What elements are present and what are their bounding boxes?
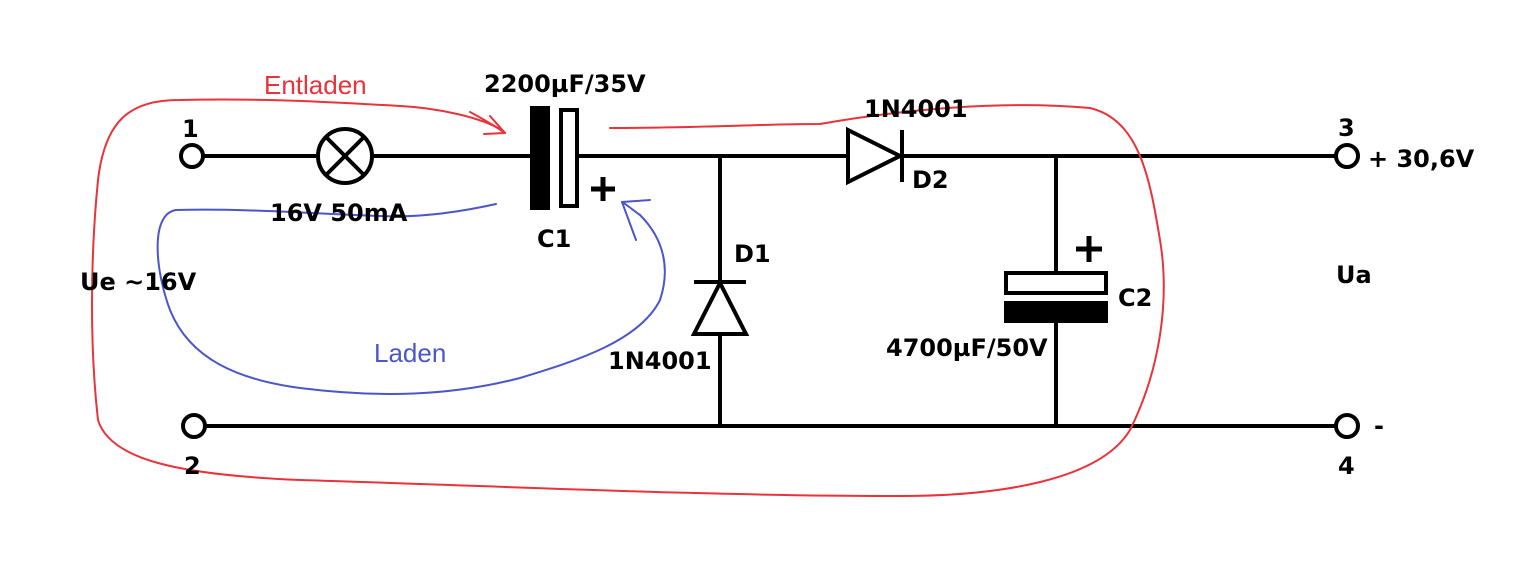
charge-path [156,199,666,395]
charge-label: Laden [374,338,447,368]
terminal-4-label: 4 [1338,452,1355,480]
d2-name-label: D2 [912,166,949,194]
discharge-path [91,98,1165,498]
terminal-2-label: 2 [184,452,201,480]
d2-part-label: 1N4001 [864,95,968,123]
c2-value-label: 4700µF/50V [886,334,1048,362]
terminal-1-label: 1 [182,115,199,143]
lamp-rating-label: 16V 50mA [270,199,408,227]
d1-name-label: D1 [734,240,771,268]
output-positive-label: + 30,6V [1368,145,1475,173]
capacitor-c1-icon [530,106,579,210]
input-voltage-label: Ue ~16V [80,268,197,296]
terminal-3-label: 3 [1338,114,1355,142]
terminal-1 [179,143,205,169]
capacitor-c2-icon [1004,271,1108,323]
terminal-4 [1334,413,1360,439]
terminal-2 [181,413,207,439]
c1-name-label: C1 [537,225,572,253]
terminal-3 [1334,143,1360,169]
c2-name-label: C2 [1118,284,1153,312]
d1-part-label: 1N4001 [608,347,712,375]
c1-value-label: 2200µF/35V [484,70,646,98]
output-voltage-label: Ua [1336,261,1372,289]
discharge-label: Entladen [264,70,367,100]
diode-d2-icon [846,126,905,186]
output-negative-label: - [1374,412,1384,440]
diode-d1-icon [690,278,750,336]
wires [202,154,1338,428]
c1-plus-icon [591,177,615,201]
c2-plus-icon [1076,236,1102,262]
lamp-icon [316,127,374,185]
